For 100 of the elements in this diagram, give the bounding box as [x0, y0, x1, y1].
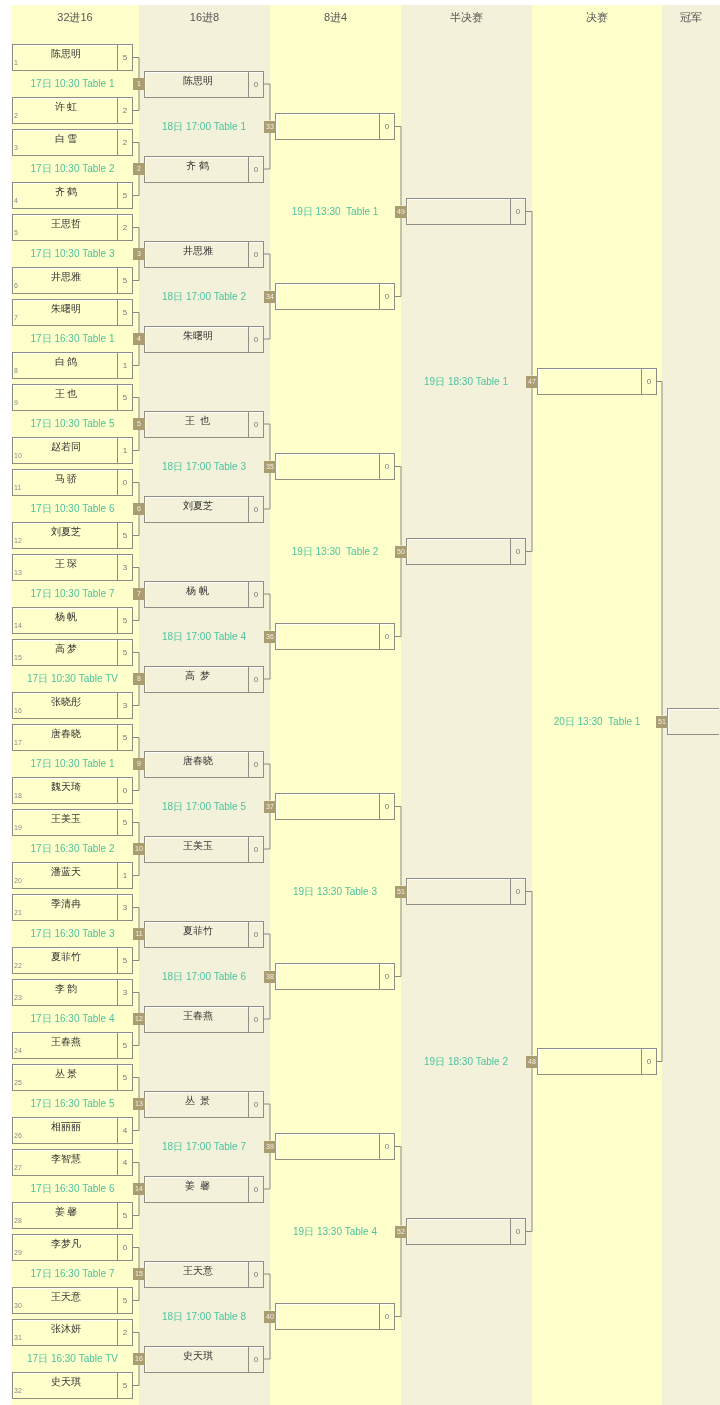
bracket-line	[263, 302, 271, 340]
score: 5	[117, 1065, 132, 1090]
bracket-line	[132, 1109, 140, 1131]
score: 0	[510, 1219, 525, 1244]
player-slot	[144, 1175, 264, 1203]
bracket-line	[132, 599, 140, 621]
player-name: 王 也	[54, 388, 78, 400]
bracket-line	[525, 1067, 533, 1232]
player-name: 赵若同	[51, 441, 81, 453]
bracket-line	[132, 684, 140, 706]
match-time: 19日 13:30 Table 1	[291, 205, 379, 218]
player-name: 王春燕	[51, 1036, 81, 1048]
player-slot	[12, 1319, 133, 1346]
player-name: 杨 帆	[186, 584, 209, 597]
player-slot	[12, 1064, 133, 1091]
player-slot	[144, 70, 264, 98]
round-header: 半决赛	[450, 11, 483, 24]
score: 5	[117, 45, 132, 70]
match-time: 17日 10:30 Table 5	[30, 418, 115, 430]
bracket-line	[263, 1152, 271, 1190]
bracket-line	[263, 1322, 271, 1360]
bracket-line	[132, 737, 140, 759]
bracket-line	[263, 982, 271, 1020]
match-time: 19日 18:30 Table 2	[424, 1055, 508, 1068]
score: 0	[379, 114, 394, 139]
score: 0	[248, 1261, 263, 1287]
score: 0	[379, 624, 394, 649]
player-slot	[12, 97, 133, 124]
player-name: 李智慧	[51, 1153, 81, 1165]
round-header: 决赛	[586, 11, 608, 24]
bracket-line	[394, 1237, 402, 1317]
score: 0	[117, 470, 132, 495]
player-slot	[144, 1005, 264, 1033]
bracket-line	[132, 939, 140, 961]
player-slot	[275, 1133, 395, 1160]
player-name: 高 梦	[184, 669, 211, 682]
match-time: 18日 17:00 Table 3	[162, 460, 246, 473]
score: 1	[117, 438, 132, 463]
bracket-line	[263, 132, 271, 170]
player-name: 朱曙明	[51, 303, 81, 315]
bracket-line	[132, 1247, 140, 1269]
score: 5	[117, 183, 132, 208]
player-name: 王天意	[51, 1291, 81, 1303]
score: 4	[117, 1118, 132, 1143]
bracket-line	[263, 253, 271, 291]
bracket-line	[263, 472, 271, 510]
score: 0	[248, 411, 263, 437]
score: 3	[117, 980, 132, 1005]
player-name: 马 骄	[54, 473, 78, 485]
score: 0	[248, 1346, 263, 1372]
player-slot	[144, 1345, 264, 1373]
match-time: 17日 16:30 Table 4	[30, 1013, 115, 1025]
bracket-line	[132, 227, 140, 249]
bracket-line	[132, 1162, 140, 1184]
bracket-line	[132, 1077, 140, 1099]
round-header: 32进16	[57, 11, 93, 24]
player-slot	[12, 182, 133, 209]
score: 0	[248, 241, 263, 267]
player-name: 许 虹	[54, 101, 78, 113]
match-time: 18日 17:00 Table 4	[162, 630, 246, 643]
player-name: 井思雅	[182, 244, 213, 257]
bracket-line	[132, 344, 140, 366]
score: 2	[117, 130, 132, 155]
bracket-line	[132, 397, 140, 419]
player-slot	[12, 1117, 133, 1144]
match-time: 17日 10:30 Table 1	[30, 78, 115, 90]
player-slot	[12, 639, 133, 666]
score: 0	[379, 1304, 394, 1329]
match-time: 18日 17:00 Table 7	[162, 1140, 246, 1153]
player-slot	[12, 777, 133, 804]
bracket-line	[132, 1194, 140, 1216]
player-name: 史天琪	[182, 1349, 213, 1362]
match-time: 17日 16:30 Table 3	[30, 928, 115, 940]
player-slot	[275, 1303, 395, 1330]
player-name: 相丽丽	[51, 1121, 81, 1133]
player-slot	[275, 283, 395, 310]
score: 1	[117, 863, 132, 888]
player-slot	[144, 1090, 264, 1118]
bracket-line	[263, 933, 271, 971]
player-slot	[12, 979, 133, 1006]
player-name: 张晓彤	[51, 696, 81, 708]
player-name: 夏菲竹	[182, 924, 213, 937]
player-slot	[12, 1234, 133, 1261]
bracket-line	[132, 429, 140, 451]
match-time: 20日 13:30 Table 1	[553, 715, 641, 728]
bracket-line	[132, 1332, 140, 1354]
match-time: 19日 13:30 Table 3	[293, 885, 377, 898]
player-name: 王春燕	[182, 1009, 213, 1022]
player-name: 王 也	[184, 414, 211, 427]
match-time: 17日 10:30 Table 7	[30, 588, 115, 600]
player-slot	[144, 325, 264, 353]
player-slot	[144, 240, 264, 268]
player-name: 夏菲竹	[51, 951, 81, 963]
player-slot	[406, 878, 526, 905]
player-name: 丛 景	[54, 1068, 78, 1080]
player-slot	[12, 1032, 133, 1059]
player-name: 高 梦	[54, 643, 78, 655]
score: 0	[248, 1006, 263, 1032]
bracket-line	[263, 423, 271, 461]
player-slot	[144, 835, 264, 863]
